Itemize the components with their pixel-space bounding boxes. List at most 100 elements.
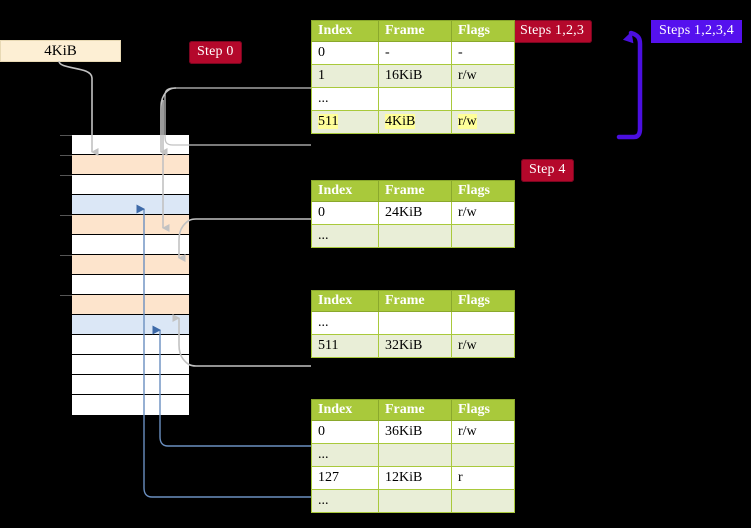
badge-step-0-label: Step 0 xyxy=(197,44,234,59)
table-cell: ... xyxy=(311,443,379,467)
table-cell: r/w xyxy=(451,110,515,134)
table-cell xyxy=(378,443,452,467)
memory-frame-row xyxy=(72,375,189,395)
column-header-flags: Flags xyxy=(451,180,515,202)
memory-frame-row xyxy=(72,275,189,295)
memory-frame-row xyxy=(72,315,189,335)
badge-steps-1234-label: Steps 1,2,3,4 xyxy=(659,23,734,38)
table-cell: r/w xyxy=(451,64,515,88)
highlighted-value: 4KiB xyxy=(385,114,416,129)
table-cell: ... xyxy=(311,311,379,335)
column-header-index: Index xyxy=(311,180,379,202)
memory-scale-tick xyxy=(60,135,72,136)
badge-steps-123-label: Steps 1,2,3 xyxy=(520,23,585,38)
table-cell: ... xyxy=(311,224,379,248)
memory-frame-row xyxy=(72,195,189,215)
table-cell xyxy=(451,443,515,467)
size-box-4kib: 4KiB xyxy=(0,40,121,62)
column-header-flags: Flags xyxy=(451,399,515,421)
table-cell xyxy=(378,87,452,111)
table-cell xyxy=(378,311,452,335)
table-cell: ... xyxy=(311,489,379,513)
table-cell xyxy=(378,224,452,248)
column-header-frame: Frame xyxy=(378,399,452,421)
table-cell: - xyxy=(378,41,452,65)
column-header-frame: Frame xyxy=(378,290,452,312)
memory-frame-row xyxy=(72,395,189,415)
table-row: ... xyxy=(311,87,515,111)
table-cell: 16KiB xyxy=(378,64,452,88)
memory-scale-tick xyxy=(60,215,72,216)
memory-frame-row xyxy=(72,155,189,175)
table-cell xyxy=(451,311,515,335)
table-cell: 4KiB xyxy=(378,110,452,134)
table-cell: 32KiB xyxy=(378,334,452,358)
physical-memory-frames xyxy=(60,134,190,416)
wire-l4-arrow-down xyxy=(165,88,174,95)
table-cell: 0 xyxy=(311,41,379,65)
memory-frame-row xyxy=(72,295,189,315)
wire-l3-0-to-mem xyxy=(178,218,311,262)
memory-scale-tick xyxy=(60,155,72,156)
column-header-frame: Frame xyxy=(378,180,452,202)
table-cell: 24KiB xyxy=(378,201,452,225)
table-row: ... xyxy=(311,443,515,467)
memory-frame-row xyxy=(72,135,189,155)
table-cell: 0 xyxy=(311,420,379,444)
memory-scale-tick xyxy=(60,295,72,296)
badge-step-4: Step 4 xyxy=(521,159,574,182)
memory-frame-row xyxy=(72,175,189,195)
table-cell: - xyxy=(451,41,515,65)
column-header-index: Index xyxy=(311,20,379,42)
table-cell xyxy=(451,87,515,111)
memory-frame-row xyxy=(72,215,189,235)
badge-steps-1234: Steps 1,2,3,4 xyxy=(651,20,742,43)
wire-l2-511-to-mem xyxy=(172,314,311,367)
table-row: ... xyxy=(311,224,515,248)
memory-frame-row xyxy=(72,235,189,255)
badge-steps-123: Steps 1,2,3 xyxy=(512,20,593,43)
table-cell: 0 xyxy=(311,201,379,225)
column-header-index: Index xyxy=(311,290,379,312)
table-row: 0-- xyxy=(311,41,515,65)
table-row: ... xyxy=(311,489,515,513)
table-cell: 36KiB xyxy=(378,420,452,444)
table-cell: 127 xyxy=(311,466,379,490)
column-header-flags: Flags xyxy=(451,290,515,312)
memory-frame-row xyxy=(72,355,189,375)
table-cell: r/w xyxy=(451,420,515,444)
size-box-label: 4KiB xyxy=(44,43,77,59)
highlighted-value: 511 xyxy=(318,114,339,129)
table-cell xyxy=(378,489,452,513)
column-header-frame: Frame xyxy=(378,20,452,42)
table-cell: 1 xyxy=(311,64,379,88)
table-cell: 12KiB xyxy=(378,466,452,490)
column-header-flags: Flags xyxy=(451,20,515,42)
table-row: 511 4KiB r/w xyxy=(311,110,515,134)
wire-steps-bracket xyxy=(616,30,643,140)
table-cell: ... xyxy=(311,87,379,111)
table-cell xyxy=(451,489,515,513)
memory-frame-row xyxy=(72,255,189,275)
memory-frame-row xyxy=(72,335,189,355)
badge-step-0: Step 0 xyxy=(189,41,242,64)
highlighted-value: r/w xyxy=(458,114,477,129)
table-cell xyxy=(451,224,515,248)
table-cell: 511 xyxy=(311,110,379,134)
memory-scale-tick xyxy=(60,255,72,256)
table-row: ... xyxy=(311,311,515,335)
table-cell: 511 xyxy=(311,334,379,358)
column-header-index: Index xyxy=(311,399,379,421)
